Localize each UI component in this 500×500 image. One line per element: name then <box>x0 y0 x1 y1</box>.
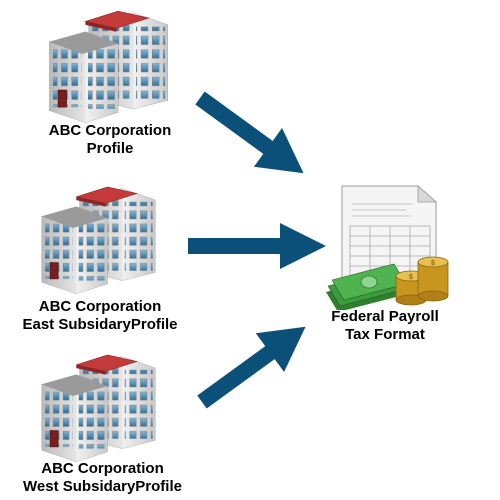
source-label-west-subsidiary: ABC Corporation West SubsidaryProfile <box>0 460 205 496</box>
target-label-line2: Tax Format <box>345 326 425 343</box>
tax-document-money-icon: $ $ <box>326 185 449 310</box>
source-label-line1: ABC Corporation <box>48 122 172 139</box>
svg-text:$: $ <box>431 260 435 267</box>
source-label-line2: Profile <box>86 140 134 157</box>
target-label-line1: Federal Payroll <box>331 308 439 325</box>
source-label-line1: ABC Corporation <box>41 460 164 477</box>
source-label-abc-profile: ABC Corporation Profile <box>10 122 210 158</box>
source-label-line2: West SubsidaryProfile <box>23 478 182 495</box>
svg-text:$: $ <box>409 274 413 281</box>
source-label-line1: ABC Corporation <box>38 298 162 315</box>
source-label-line2: East SubsidaryProfile <box>22 316 178 333</box>
source-label-east-subsidiary: ABC Corporation East SubsidaryProfile <box>0 298 200 334</box>
target-label-federal-payroll: Federal Payroll Tax Format <box>300 308 470 344</box>
